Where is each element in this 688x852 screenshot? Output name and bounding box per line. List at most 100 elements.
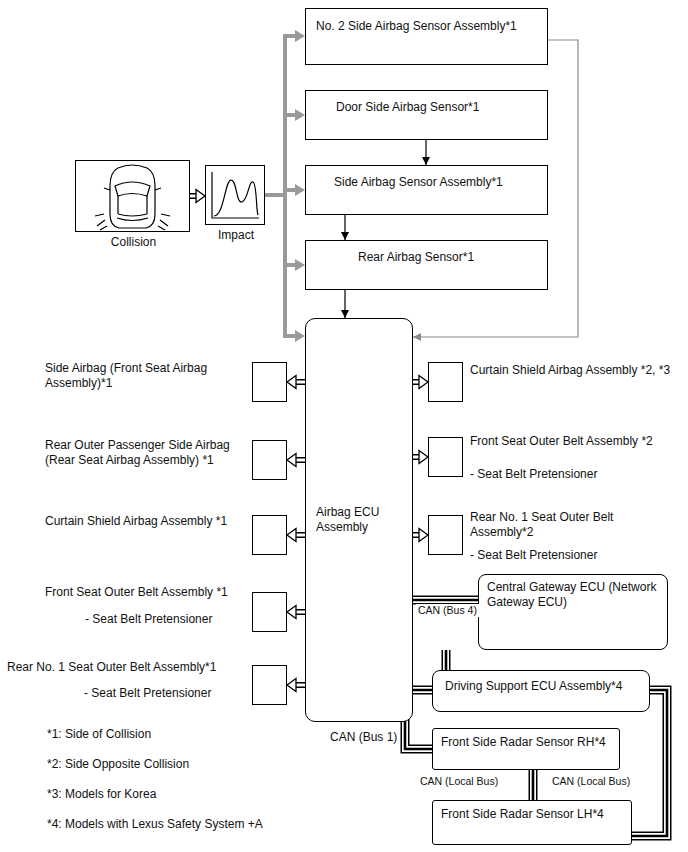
- node-caption: Curtain Shield Airbag Assembly *1: [45, 514, 245, 529]
- connector-stroke: [530, 770, 536, 800]
- node-text: Collision: [56, 235, 211, 250]
- collision-illustration: [95, 165, 170, 230]
- connector-stroke: [265, 36, 299, 195]
- arrow-head: [196, 190, 205, 203]
- collision-box: Collision: [75, 160, 190, 232]
- squib-symbol: Rear No. 1 Seat Outer Belt Assembly*1- S…: [252, 665, 287, 705]
- node-text: Door Side Airbag Sensor*1: [336, 100, 537, 115]
- squib-symbol: Rear No. 1 Seat Outer Belt Assembly*2- S…: [428, 515, 463, 555]
- signal-arrow: [413, 451, 428, 464]
- signal-arrow: [422, 140, 430, 165]
- connector-stroke: [413, 599, 478, 602]
- node-text: Rear Outer Passenger Side Airbag (Rear S…: [45, 438, 245, 468]
- connector-stroke: [265, 195, 299, 265]
- sensor-box: Side Airbag Sensor Assembly*1: [305, 165, 548, 215]
- connector-stroke: [265, 195, 299, 336]
- signal-arrow: [265, 109, 305, 195]
- signal-arrow: [341, 290, 349, 318]
- bus-label: CAN (Bus 1): [330, 730, 397, 745]
- squib-symbol: Side Airbag (Front Seat Airbag Assembly)…: [252, 362, 287, 402]
- impact-graph: [212, 172, 259, 218]
- node-text: Curtain Shield Airbag Assembly *2, *3: [470, 363, 675, 378]
- footnote: *1: Side of Collision: [47, 727, 151, 742]
- arrow-head: [287, 454, 296, 467]
- arrow-head: [419, 376, 428, 389]
- signal-arrow: [190, 190, 205, 203]
- node-text: Airbag ECU Assembly: [316, 505, 402, 535]
- ecu-box: Airbag ECU Assembly: [305, 318, 413, 722]
- signal-arrow: [287, 376, 305, 389]
- radar-box: Front Side Radar Sensor RH*4: [432, 728, 620, 770]
- node-caption: Collision: [56, 235, 211, 250]
- graph-curve: [214, 180, 258, 216]
- node-caption: Curtain Shield Airbag Assembly *2, *3: [470, 363, 675, 378]
- connector-stroke: [413, 597, 478, 603]
- arrow-head: [295, 30, 305, 42]
- node-text: Driving Support ECU Assembly*4: [445, 679, 637, 694]
- node-text: Front Seat Outer Belt Assembly *1: [45, 585, 245, 600]
- node-text: Front Side Radar Sensor RH*4: [441, 735, 611, 750]
- graph-axes: [212, 172, 259, 218]
- connector-stroke: [442, 650, 451, 670]
- arrow-head: [419, 451, 428, 464]
- signal-arrow: [287, 454, 305, 467]
- node-text: Side Airbag Sensor Assembly*1: [334, 175, 537, 190]
- squib-symbol: Rear Outer Passenger Side Airbag (Rear S…: [252, 440, 287, 480]
- can-bus-line: [533, 770, 534, 800]
- node-text: Rear No. 1 Seat Outer Belt Assembly*1: [7, 660, 245, 675]
- arrow-head: [295, 330, 305, 342]
- can-bus-line: [413, 600, 478, 601]
- arrow-head: [295, 259, 305, 271]
- node-caption: Rear No. 1 Seat Outer Belt Assembly*1 - S…: [7, 660, 245, 701]
- footnote: *4: Models with Lexus Safety System +A: [47, 817, 263, 832]
- node-caption: Side Airbag (Front Seat Airbag Assembly)…: [45, 361, 245, 391]
- node-text: Rear Airbag Sensor*1: [358, 250, 537, 265]
- arrow-head: [295, 184, 305, 196]
- arrow-head: [295, 109, 305, 121]
- node-text: - Seat Belt Pretensioner: [470, 467, 675, 482]
- node-text: - Seat Belt Pretensioner: [470, 548, 675, 563]
- arrow-head: [287, 376, 296, 389]
- arrow-head: [341, 310, 349, 318]
- signal-arrow: [287, 606, 305, 619]
- connector-stroke: [529, 770, 538, 800]
- sensor-box: Door Side Airbag Sensor*1: [305, 90, 548, 140]
- node-text: Rear No. 1 Seat Outer Belt Assembly*2: [470, 510, 675, 540]
- footnote: *2: Side Opposite Collision: [47, 757, 189, 772]
- connector-stroke: [532, 770, 535, 800]
- bus-label: CAN (Local Bus): [550, 775, 632, 788]
- node-caption: Front Seat Outer Belt Assembly *2 - Seat …: [470, 434, 675, 482]
- node-caption: Rear Outer Passenger Side Airbag (Rear S…: [45, 438, 245, 468]
- signal-arrow: [287, 529, 305, 542]
- impact-marks: [95, 214, 170, 230]
- node-text: No. 2 Side Airbag Sensor Assembly*1: [316, 19, 537, 34]
- node-text: Central Gateway ECU (Network Gateway ECU…: [487, 580, 659, 610]
- node-text: Front Side Radar Sensor LH*4: [441, 807, 623, 822]
- node-text: - Seat Belt Pretensioner: [7, 686, 245, 701]
- ecu-box: Driving Support ECU Assembly*4: [432, 670, 650, 712]
- signal-arrow: [413, 376, 428, 389]
- node-caption: Rear No. 1 Seat Outer Belt Assembly*2 - S…: [470, 510, 675, 563]
- node-text: Curtain Shield Airbag Assembly *1: [45, 514, 245, 529]
- car-windshield: [115, 182, 150, 196]
- connector-stroke: [265, 115, 299, 195]
- squib-symbol: Curtain Shield Airbag Assembly *1: [252, 515, 287, 555]
- node-text: Front Seat Outer Belt Assembly *2: [470, 434, 675, 449]
- bus-label: CAN (Local Bus): [418, 775, 500, 788]
- impact-box: Impact: [205, 165, 265, 225]
- arrow-head: [287, 606, 296, 619]
- signal-arrow: [265, 195, 305, 342]
- node-text: Side Airbag (Front Seat Airbag Assembly)…: [45, 361, 245, 391]
- sensor-box: No. 2 Side Airbag Sensor Assembly*1: [305, 8, 548, 65]
- signal-arrow: [287, 679, 305, 692]
- node-caption: Front Seat Outer Belt Assembly *1- Seat …: [45, 585, 245, 627]
- radar-box: Front Side Radar Sensor LH*4: [432, 800, 632, 845]
- signal-arrow: [413, 529, 428, 542]
- arrow-head: [341, 232, 349, 240]
- squib-symbol: Front Seat Outer Belt Assembly *2- Seat …: [428, 437, 463, 477]
- arrow-head: [287, 679, 296, 692]
- car-roof: [118, 196, 147, 216]
- gateway-box: Central Gateway ECU (Network Gateway ECU…: [478, 574, 668, 650]
- arrow-head: [413, 333, 421, 341]
- footnote: *3: Models for Korea: [47, 787, 156, 802]
